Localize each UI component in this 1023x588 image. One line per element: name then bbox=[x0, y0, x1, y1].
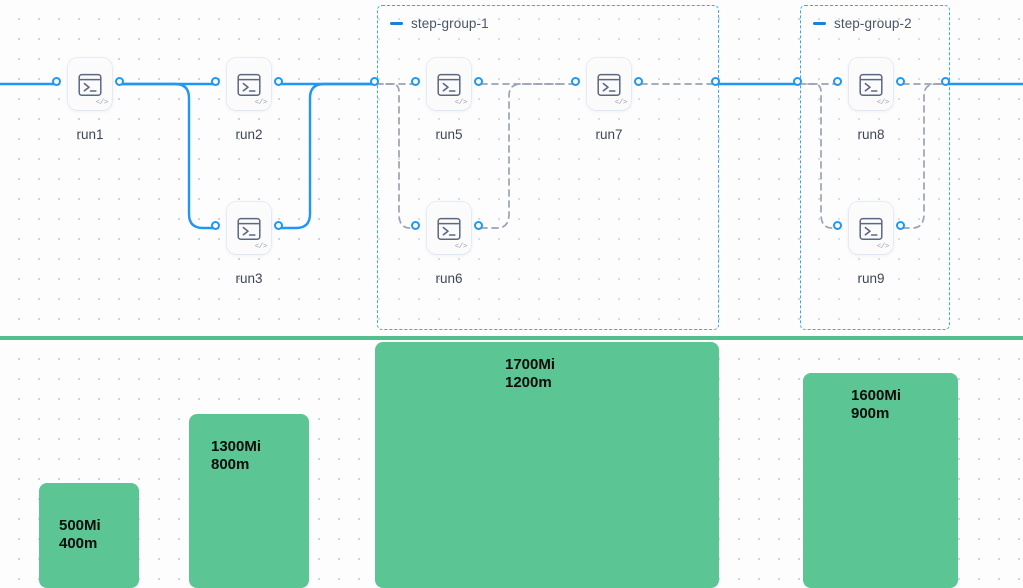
port-p-group1-out[interactable] bbox=[711, 77, 721, 87]
node-label-run8: run8 bbox=[857, 127, 885, 142]
section-divider bbox=[0, 336, 1023, 340]
code-icon[interactable]: </> bbox=[454, 242, 468, 251]
port-p-run3-in[interactable] bbox=[211, 221, 221, 231]
code-icon[interactable]: </> bbox=[614, 98, 628, 107]
port-p-run8-out[interactable] bbox=[896, 77, 906, 87]
cpu-value: 1200m bbox=[505, 374, 552, 392]
node-label-run9: run9 bbox=[857, 271, 885, 286]
node-label-run1: run1 bbox=[76, 127, 104, 142]
code-icon[interactable]: </> bbox=[95, 98, 109, 107]
group-label-step-group-2[interactable]: step-group-2 bbox=[813, 16, 912, 31]
node-icon-wrap bbox=[858, 73, 884, 102]
cpu-value: 400m bbox=[59, 535, 98, 553]
port-p-run3-out[interactable] bbox=[274, 221, 284, 231]
node-run8[interactable]: </> bbox=[849, 58, 893, 110]
node-label-run6: run6 bbox=[435, 271, 463, 286]
cpu-value: 800m bbox=[211, 456, 250, 474]
port-p-run7-out[interactable] bbox=[634, 77, 644, 87]
group-title: step-group-1 bbox=[411, 16, 489, 31]
terminal-icon bbox=[597, 73, 621, 96]
node-icon-wrap bbox=[236, 217, 262, 246]
minus-icon[interactable] bbox=[390, 22, 403, 25]
terminal-icon bbox=[437, 217, 461, 240]
terminal-icon bbox=[78, 73, 102, 96]
port-p-run5-out[interactable] bbox=[474, 77, 484, 87]
node-run9[interactable]: </> bbox=[849, 202, 893, 254]
group-title: step-group-2 bbox=[834, 16, 912, 31]
terminal-icon bbox=[859, 217, 883, 240]
code-icon[interactable]: </> bbox=[454, 98, 468, 107]
memory-value: 500Mi bbox=[59, 517, 101, 534]
node-label-run3: run3 bbox=[235, 271, 263, 286]
node-run1[interactable]: </> bbox=[68, 58, 112, 110]
memory-value: 1300Mi bbox=[211, 438, 262, 455]
port-p-run1-out[interactable] bbox=[115, 77, 125, 87]
node-icon-wrap bbox=[596, 73, 622, 102]
node-run7[interactable]: </> bbox=[587, 58, 631, 110]
node-icon-wrap bbox=[436, 217, 462, 246]
port-p-run7-in[interactable] bbox=[571, 77, 581, 87]
node-icon-wrap bbox=[858, 217, 884, 246]
terminal-icon bbox=[237, 73, 261, 96]
edge-e-run1-run3[interactable] bbox=[120, 82, 220, 230]
node-run5[interactable]: </> bbox=[427, 58, 471, 110]
edge-e-run3-merge[interactable] bbox=[279, 82, 379, 230]
node-icon-wrap bbox=[236, 73, 262, 102]
port-p-run1-in[interactable] bbox=[52, 77, 62, 87]
node-run6[interactable]: </> bbox=[427, 202, 471, 254]
node-label-run7: run7 bbox=[595, 127, 623, 142]
code-icon[interactable]: </> bbox=[254, 98, 268, 107]
cpu-value: 900m bbox=[851, 405, 890, 423]
port-p-run2-out[interactable] bbox=[274, 77, 284, 87]
node-run3[interactable]: </> bbox=[227, 202, 271, 254]
node-label-run5: run5 bbox=[435, 127, 463, 142]
minus-icon[interactable] bbox=[813, 22, 826, 25]
terminal-icon bbox=[859, 73, 883, 96]
node-icon-wrap bbox=[436, 73, 462, 102]
node-run2[interactable]: </> bbox=[227, 58, 271, 110]
terminal-icon bbox=[437, 73, 461, 96]
code-icon[interactable]: </> bbox=[876, 242, 890, 251]
port-p-run2-in[interactable] bbox=[211, 77, 221, 87]
memory-value: 1600Mi bbox=[851, 387, 902, 404]
code-icon[interactable]: </> bbox=[876, 98, 890, 107]
group-label-step-group-1[interactable]: step-group-1 bbox=[390, 16, 489, 31]
terminal-icon bbox=[237, 217, 261, 240]
node-icon-wrap bbox=[77, 73, 103, 102]
memory-value: 1700Mi bbox=[505, 356, 556, 373]
node-label-run2: run2 bbox=[235, 127, 263, 142]
code-icon[interactable]: </> bbox=[254, 242, 268, 251]
